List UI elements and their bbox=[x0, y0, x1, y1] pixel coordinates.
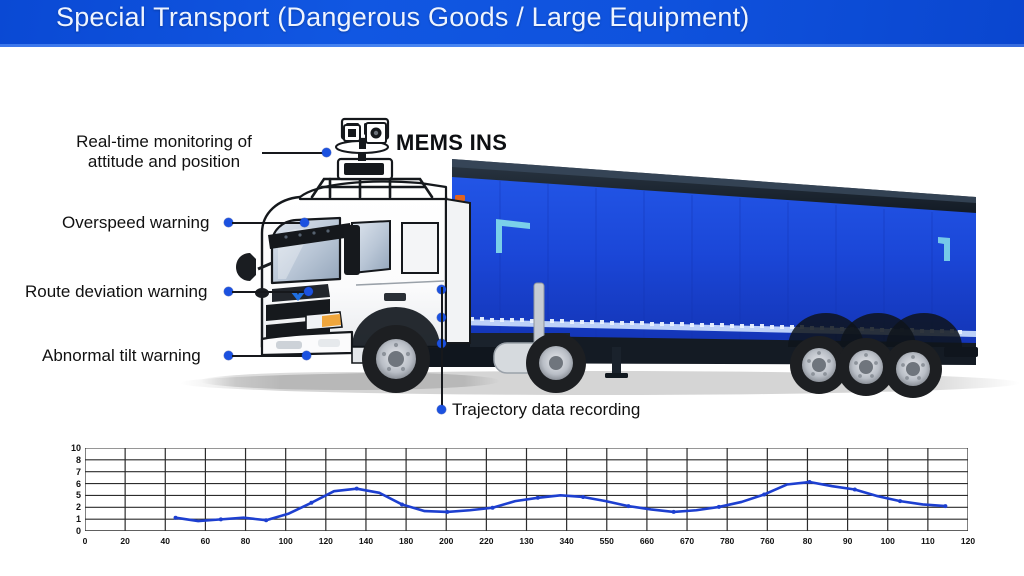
chart-y-tick-label: 10 bbox=[70, 443, 81, 453]
callout-dot-realtime[interactable] bbox=[322, 148, 331, 157]
leader-line-realtime bbox=[262, 152, 326, 154]
chart-data-point bbox=[354, 486, 359, 491]
chart-y-tick-label: 5 bbox=[75, 490, 81, 501]
chart-y-tick-label: 2 bbox=[75, 502, 81, 513]
chart-data-point bbox=[445, 509, 450, 514]
chart-x-tick-label: 780 bbox=[720, 536, 735, 546]
title-bar bbox=[0, 0, 1024, 44]
chart-y-tick-label: 7 bbox=[75, 466, 81, 477]
chart-data-point bbox=[898, 499, 903, 504]
chart-data-point bbox=[626, 504, 631, 509]
chart-x-tick-label: 0 bbox=[82, 536, 88, 546]
chart-x-tick-label: 660 bbox=[639, 536, 654, 546]
chart-x-tick-label: 100 bbox=[278, 536, 293, 546]
illustration-area: MEMS INS Real-time monitoring of attitud… bbox=[0, 47, 1024, 437]
chart-x-tick-label: 80 bbox=[802, 536, 813, 546]
chart-plot-area bbox=[85, 448, 968, 531]
callout-label-route: Route deviation warning bbox=[25, 282, 208, 301]
callout-dot-overspeed-left[interactable] bbox=[224, 218, 233, 227]
chart-data-point bbox=[943, 504, 948, 509]
chart-y-tick-label: 0 bbox=[75, 526, 81, 536]
chart-x-tick-label: 110 bbox=[921, 536, 935, 546]
leader-line-tilt bbox=[232, 355, 306, 357]
chart-data-point bbox=[716, 504, 721, 509]
chart-x-tick-label: 40 bbox=[160, 536, 170, 546]
chart-x-tick-label: 140 bbox=[358, 536, 374, 546]
chart-data-point bbox=[309, 500, 314, 505]
chart-x-tick-label: 120 bbox=[960, 536, 976, 546]
chart-x-tick-label: 90 bbox=[842, 536, 853, 546]
chart-data-point bbox=[264, 518, 269, 523]
chart-data-point bbox=[218, 517, 223, 522]
leader-line-trajectory bbox=[441, 287, 443, 409]
chart-x-tick-label: 120 bbox=[318, 536, 333, 546]
chart-data-point bbox=[762, 492, 767, 497]
truck-illustration bbox=[180, 117, 1020, 398]
chart-y-tick-label: 8 bbox=[75, 454, 81, 465]
chart-data-point bbox=[807, 480, 812, 485]
title-bar-underline bbox=[0, 44, 1024, 47]
callout-label-trajectory: Trajectory data recording bbox=[452, 400, 641, 419]
chart-data-point bbox=[852, 487, 857, 492]
callout-dot-overspeed[interactable] bbox=[300, 218, 309, 227]
chart-data-point bbox=[581, 494, 586, 499]
page-title: Special Transport (Dangerous Goods / Lar… bbox=[56, 2, 750, 32]
chart-x-tick-label: 340 bbox=[559, 536, 574, 546]
chart-y-tick-label: 6 bbox=[75, 478, 81, 489]
chart-x-tick-label: 760 bbox=[760, 536, 775, 546]
chart-x-tick-label: 550 bbox=[599, 536, 614, 546]
chart-x-tick-label: 670 bbox=[679, 536, 695, 546]
mems-ins-label: MEMS INS bbox=[396, 130, 508, 155]
chart-series-line bbox=[176, 482, 946, 521]
callout-dot-trajectory[interactable] bbox=[437, 405, 446, 414]
leader-line-overspeed bbox=[232, 222, 304, 224]
callout-dot-tilt-left[interactable] bbox=[224, 351, 233, 360]
chart-x-tick-label: 130 bbox=[519, 536, 534, 546]
chart-x-tick-label: 80 bbox=[240, 536, 251, 546]
callout-dot-route-left[interactable] bbox=[224, 287, 233, 296]
callout-dot-route[interactable] bbox=[304, 287, 313, 296]
chart-x-tick-label: 180 bbox=[398, 536, 414, 546]
chart-x-tick-label: 200 bbox=[439, 536, 454, 546]
callout-dot-tilt[interactable] bbox=[302, 351, 311, 360]
chart-y-tick-label: 1 bbox=[75, 514, 81, 525]
chart-x-tick-label: 20 bbox=[120, 536, 130, 546]
chart-data-point bbox=[671, 509, 676, 514]
chart-data-point bbox=[535, 495, 540, 500]
chart-x-tick-label: 220 bbox=[479, 536, 494, 546]
chart-data-point bbox=[490, 505, 495, 510]
chart-data-point bbox=[399, 502, 404, 507]
callout-label-realtime: Real-time monitoring of attitude and pos… bbox=[76, 132, 252, 172]
chart-x-axis: 0 20 40 60 80 100 120 140 180 200 220 130 340 550 660 6… bbox=[0, 536, 1024, 552]
callout-label-overspeed: Overspeed warning bbox=[62, 213, 210, 232]
leader-line-route bbox=[232, 291, 310, 293]
callout-label-tilt: Abnormal tilt warning bbox=[42, 346, 201, 365]
chart-x-tick-label: 100 bbox=[880, 536, 895, 546]
chart-x-tick-label: 60 bbox=[200, 536, 211, 546]
chart-data-point bbox=[173, 515, 178, 520]
